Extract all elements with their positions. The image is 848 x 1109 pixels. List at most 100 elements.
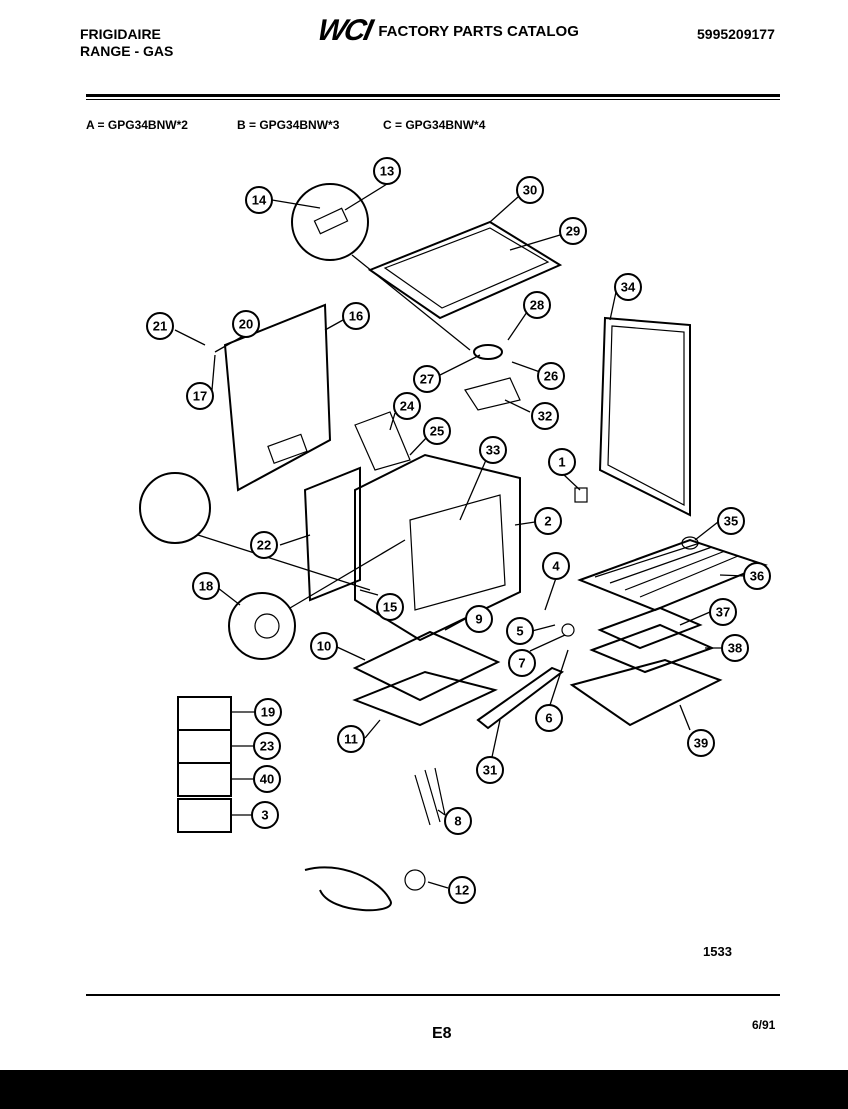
part-knob [681,536,699,550]
part-broiler-pan-insert [597,606,703,650]
part-broiler-drawer [569,658,723,727]
callout-label: 11 [344,732,358,747]
callout-35: 35 [717,507,745,535]
product-type: RANGE - GAS [80,43,174,59]
callout-33: 33 [479,436,507,464]
callout-label: 19 [261,705,275,720]
callout-label: 18 [199,579,213,594]
callout-label: 23 [260,739,274,754]
callout-29: 29 [559,217,587,245]
callout-4: 4 [542,552,570,580]
catalog-title: FACTORY PARTS CATALOG [378,22,579,40]
model-a: A = GPG34BNW*2 [86,118,188,132]
callout-label: 10 [317,639,331,654]
part-back-panel [223,303,332,492]
callout-32: 32 [531,402,559,430]
part-drawer-rail [476,666,565,730]
callout-label: 25 [430,424,444,439]
callout-label: 14 [252,193,267,208]
callout-19: 19 [254,698,282,726]
catalog-number: 5995209177 [697,26,775,42]
callout-label: 7 [518,656,525,671]
callout-17: 17 [186,382,214,410]
callout-36: 36 [743,562,771,590]
callout-16: 16 [342,302,370,330]
callout-label: 15 [383,600,397,615]
callout-label: 21 [153,319,167,334]
catalog-header: WCI FACTORY PARTS CATALOG [315,14,579,48]
callout-2: 2 [534,507,562,535]
callout-10: 10 [310,632,338,660]
callout-label: 24 [400,399,415,414]
callout-34: 34 [614,273,642,301]
callout-31: 31 [476,756,504,784]
callout-label: 22 [257,538,271,553]
callout-12: 12 [448,876,476,904]
part-switch [574,487,588,503]
callout-label: 6 [545,711,552,726]
callout-37: 37 [709,598,737,626]
model-b: B = GPG34BNW*3 [237,118,340,132]
callout-label: 29 [566,224,580,239]
part-bottom-cover [352,670,498,727]
detail-magnifier-top [291,183,369,261]
header-rule-thin [86,99,780,100]
figure-number: 1533 [703,944,732,959]
callout-3: 3 [251,801,279,829]
part-oven-rack [577,538,768,612]
callout-8: 8 [444,807,472,835]
callout-39: 39 [687,729,715,757]
hardware-box-3 [177,798,232,833]
brand-name: FRIGIDAIRE [80,26,161,42]
callout-label: 3 [261,808,268,823]
callout-label: 37 [716,605,730,620]
detail-magnifier-left [139,472,211,544]
callout-label: 35 [724,514,738,529]
callout-label: 27 [420,372,434,387]
callout-label: 16 [349,309,363,324]
callout-9: 9 [465,605,493,633]
callout-7: 7 [508,649,536,677]
part-bracket [354,411,411,471]
header-rule [86,94,780,97]
callout-1: 1 [548,448,576,476]
callout-27: 27 [413,365,441,393]
part-broiler-pan [589,623,715,674]
callout-40: 40 [253,765,281,793]
part-power-cord [304,866,392,912]
footer-rule [86,994,780,996]
callout-label: 17 [193,389,207,404]
callout-38: 38 [721,634,749,662]
hardware-box-19 [177,696,232,731]
part-bottom-panel [352,630,501,702]
hardware-box-23 [177,729,232,764]
callout-21: 21 [146,312,174,340]
callout-24: 24 [393,392,421,420]
part-burner-box [367,220,563,320]
callout-28: 28 [523,291,551,319]
callout-11: 11 [337,725,365,753]
callout-label: 5 [516,624,523,639]
callout-label: 30 [523,183,537,198]
callout-label: 20 [239,317,253,332]
callout-label: 1 [558,455,565,470]
callout-label: 39 [694,736,708,751]
callout-label: 8 [454,814,461,829]
callout-label: 9 [475,612,482,627]
callout-23: 23 [253,732,281,760]
callout-label: 26 [544,369,558,384]
callout-label: 33 [486,443,500,458]
part-door-liner [303,466,361,602]
revision-date: 6/91 [752,1018,776,1032]
part-igniter-bracket [313,207,349,235]
part-burner-valve [473,344,503,360]
callout-label: 31 [483,763,497,778]
callout-label: 40 [260,772,274,787]
model-c: C = GPG34BNW*4 [383,118,486,132]
callout-label: 36 [750,569,764,584]
callout-label: 38 [728,641,742,656]
scan-edge-bar [0,1070,848,1109]
detail-magnifier-knob [228,592,296,660]
callout-20: 20 [232,310,260,338]
callout-label: 32 [538,409,552,424]
